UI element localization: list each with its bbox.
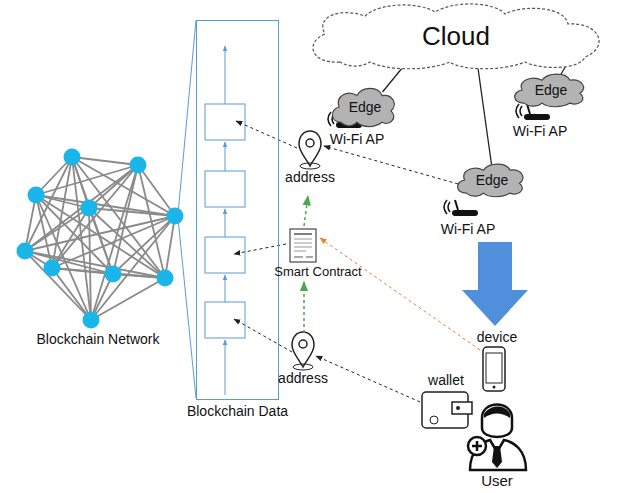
edge-cloud: Edge bbox=[512, 72, 590, 108]
connector bbox=[478, 67, 492, 168]
network-link bbox=[25, 208, 89, 251]
cloud-region: Cloud bbox=[300, 2, 612, 70]
node-label: Cloud bbox=[422, 21, 490, 52]
edge-cloud: Edge bbox=[455, 162, 529, 198]
node-label: Edge bbox=[349, 99, 382, 115]
contract-document bbox=[290, 229, 316, 262]
zoom-line bbox=[178, 218, 196, 398]
zoom-line bbox=[178, 20, 196, 214]
network-peer bbox=[157, 270, 174, 287]
edge-cloud: Edge bbox=[330, 86, 400, 128]
wifi-label: Wi-Fi AP bbox=[330, 132, 384, 147]
network-link bbox=[113, 216, 175, 274]
address-label: address bbox=[285, 170, 335, 185]
address-pin bbox=[292, 332, 314, 370]
network-link bbox=[91, 216, 175, 320]
outline-path bbox=[313, 4, 599, 69]
network-peer bbox=[64, 149, 81, 166]
phone-icon bbox=[483, 347, 505, 391]
wifi-label: Wi-Fi AP bbox=[513, 124, 567, 139]
address-pin bbox=[299, 131, 321, 169]
network-link bbox=[72, 157, 175, 216]
network-link bbox=[52, 165, 138, 268]
network-link bbox=[91, 278, 165, 320]
user-label: User bbox=[481, 473, 513, 490]
contract-label: Smart Contract bbox=[274, 265, 361, 279]
network-link bbox=[52, 268, 91, 320]
network-link bbox=[25, 251, 165, 278]
connector bbox=[383, 67, 403, 92]
user-icon bbox=[468, 405, 526, 471]
network-link bbox=[72, 157, 138, 165]
node-label: Edge bbox=[476, 172, 509, 188]
address-label: address bbox=[278, 371, 328, 386]
network-peer bbox=[81, 200, 98, 217]
wallet-icon bbox=[422, 392, 472, 428]
network-link bbox=[25, 195, 36, 251]
network-link bbox=[36, 195, 175, 216]
router-icon bbox=[444, 200, 478, 216]
block-chain bbox=[205, 46, 245, 395]
network-peer bbox=[28, 187, 45, 204]
network-link bbox=[89, 208, 175, 216]
network-peer bbox=[105, 266, 122, 283]
network-link bbox=[36, 165, 138, 195]
network-label: Blockchain Network bbox=[37, 332, 160, 347]
outline-path bbox=[332, 88, 394, 126]
network-peer bbox=[167, 208, 184, 225]
download-arrow bbox=[462, 242, 528, 326]
device-label: device bbox=[477, 330, 517, 345]
outline-path bbox=[458, 164, 523, 197]
network-peer bbox=[17, 243, 34, 260]
network-link bbox=[113, 165, 138, 274]
wifi-label: Wi-Fi AP bbox=[441, 222, 495, 237]
network-peer bbox=[130, 157, 147, 174]
node-label: Edge bbox=[535, 82, 568, 98]
flow-arrows bbox=[234, 121, 480, 402]
network-peer bbox=[44, 260, 61, 277]
node-heading: Blockchain Data bbox=[187, 403, 288, 419]
network-link bbox=[72, 157, 165, 278]
wallet-label: wallet bbox=[428, 373, 464, 388]
blockchain-network-graph bbox=[17, 149, 184, 329]
network-peer bbox=[83, 312, 100, 329]
network-link bbox=[25, 251, 91, 320]
blockchain-data-box: Blockchain Data bbox=[196, 20, 279, 400]
network-link bbox=[25, 216, 175, 251]
outline-path bbox=[515, 74, 584, 107]
